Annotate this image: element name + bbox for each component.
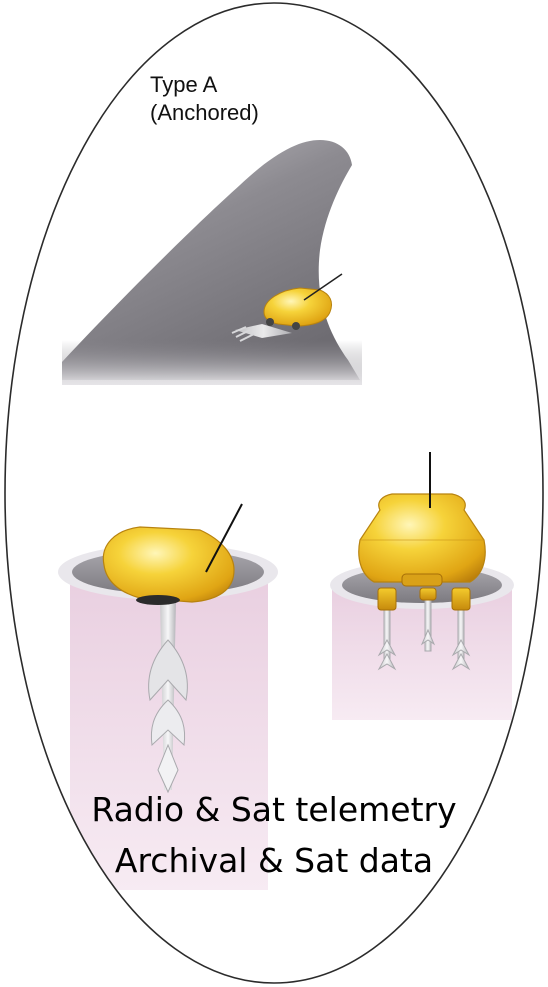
tag-type-subtitle: (Anchored) [150, 100, 259, 126]
shark-fin [62, 140, 362, 385]
left-tag [103, 504, 242, 605]
caption-data: Archival & Sat data [0, 841, 548, 881]
right-tag [359, 452, 485, 586]
caption-telemetry: Radio & Sat telemetry [0, 790, 548, 830]
tag-type-title: Type A [150, 72, 217, 98]
